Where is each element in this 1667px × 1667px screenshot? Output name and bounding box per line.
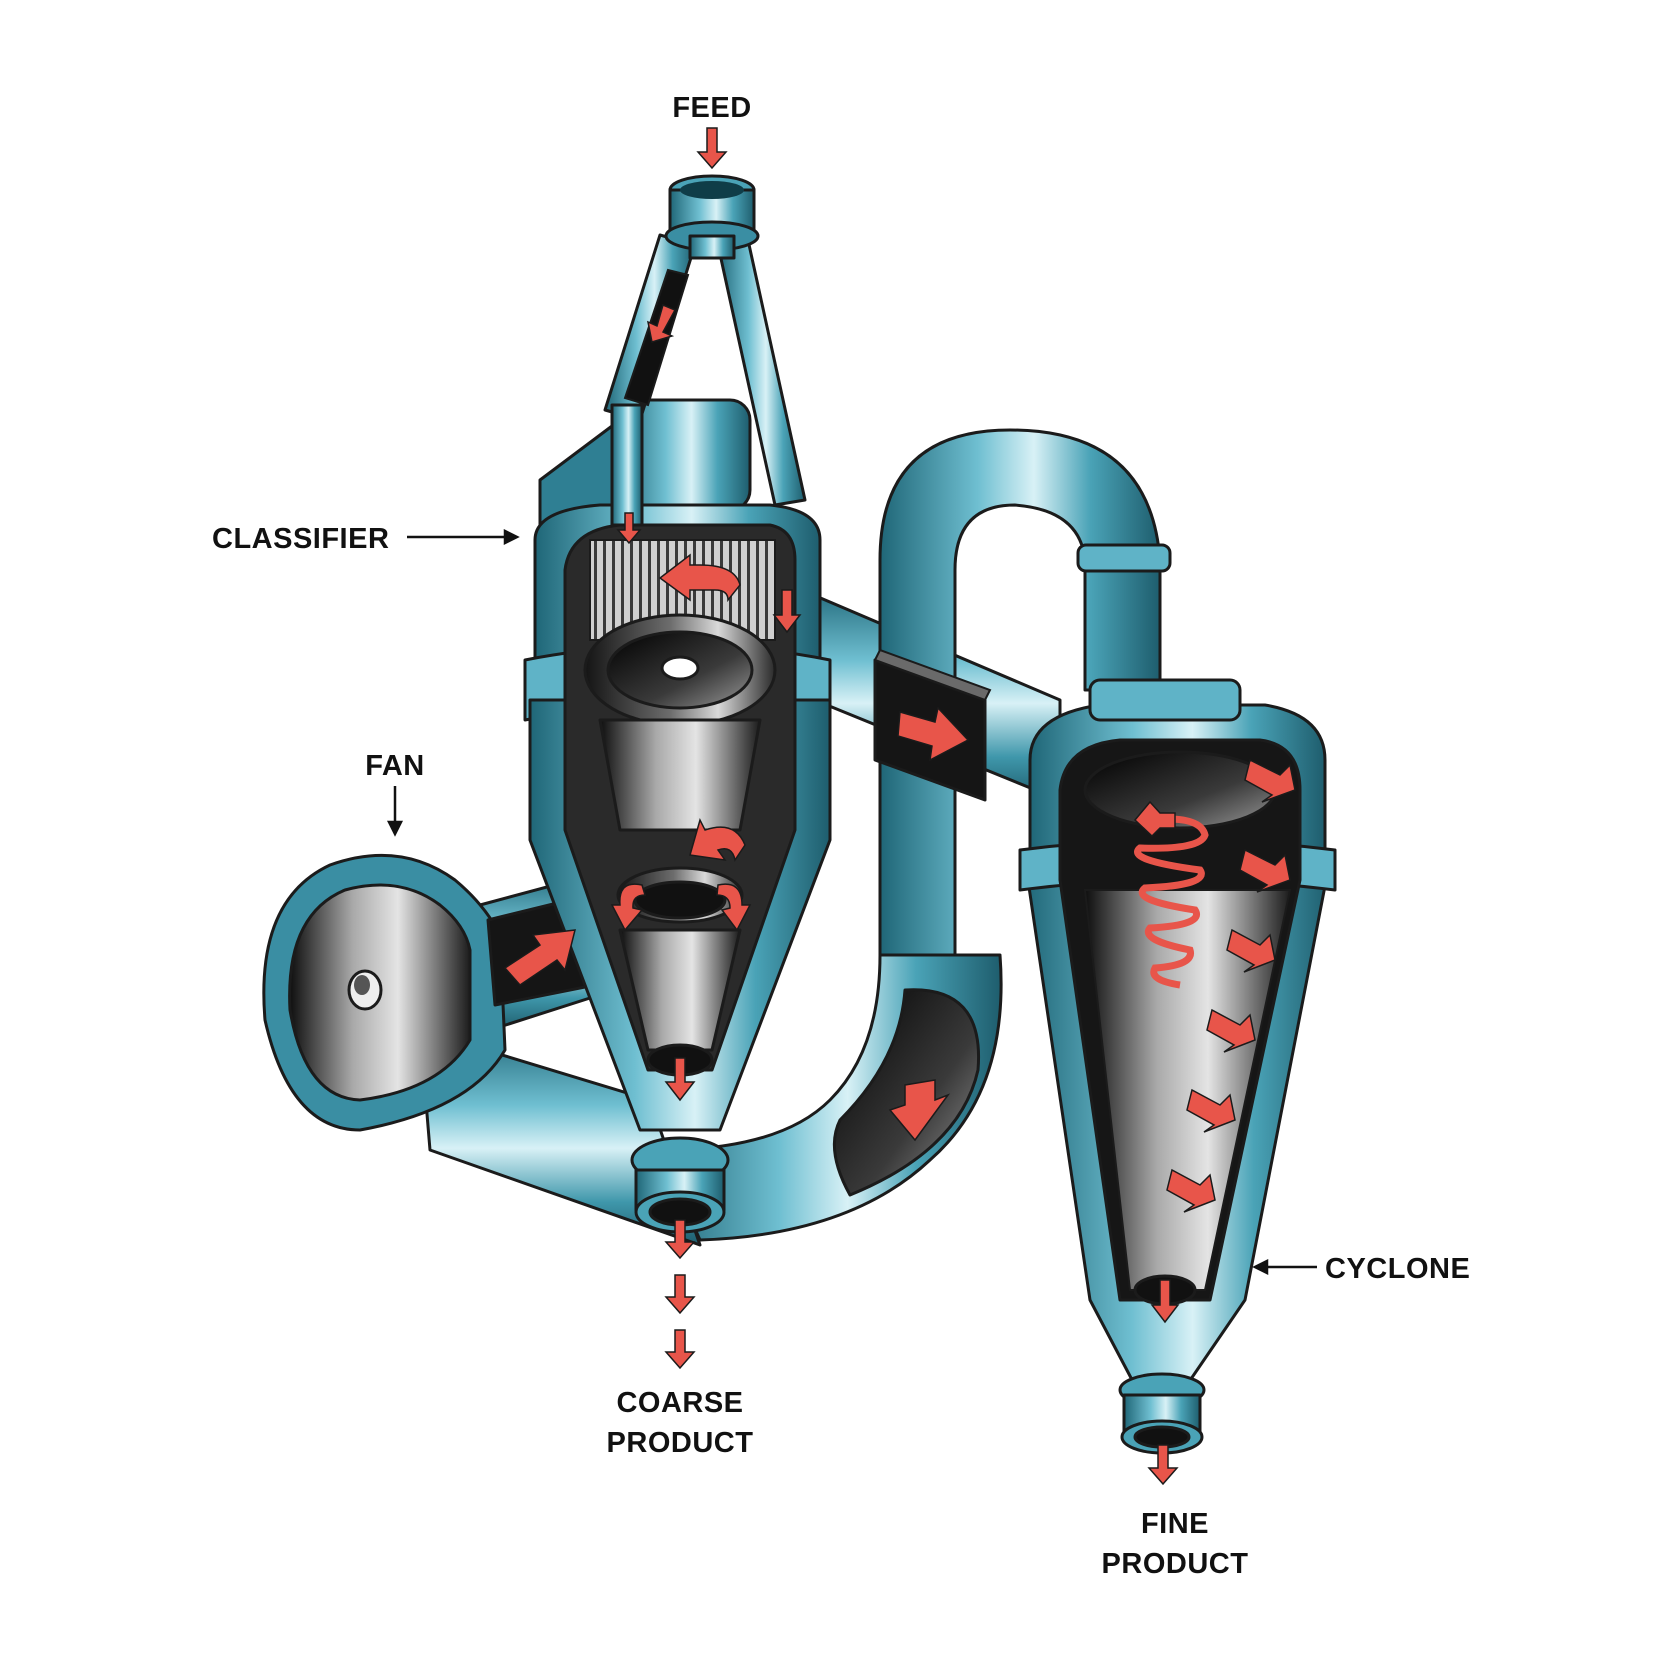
cyclone-label: CYCLONE: [1325, 1253, 1470, 1285]
coarse-product-label-line2: PRODUCT: [607, 1427, 754, 1459]
coarse-product-label-line1: COARSE: [616, 1387, 743, 1419]
classifier-label: CLASSIFIER: [212, 523, 389, 555]
fan-duct-arrow: [503, 929, 576, 986]
fine-product-label-line2: PRODUCT: [1102, 1548, 1249, 1580]
flow-arrows: [503, 127, 1296, 1486]
transfer-arrow: [897, 706, 970, 762]
fan-label: FAN: [365, 750, 425, 782]
coarse-arrow-3: [664, 1329, 696, 1370]
feed-arrow: [696, 127, 728, 170]
fine-product-label-line1: FINE: [1141, 1508, 1209, 1540]
feed-label: FEED: [672, 92, 751, 124]
callout-pointers: [386, 528, 1317, 1276]
coarse-arrow-1: [664, 1219, 696, 1260]
feed-inlet: [603, 174, 807, 527]
classifier-cutaway: [563, 523, 797, 1077]
fine-arrow: [1147, 1444, 1179, 1486]
feed-tube-arrow: [646, 303, 677, 343]
cyclone-cutaway: [1058, 738, 1302, 1306]
coarse-arrow-2: [664, 1274, 696, 1315]
bend-arrow: [888, 1079, 951, 1142]
